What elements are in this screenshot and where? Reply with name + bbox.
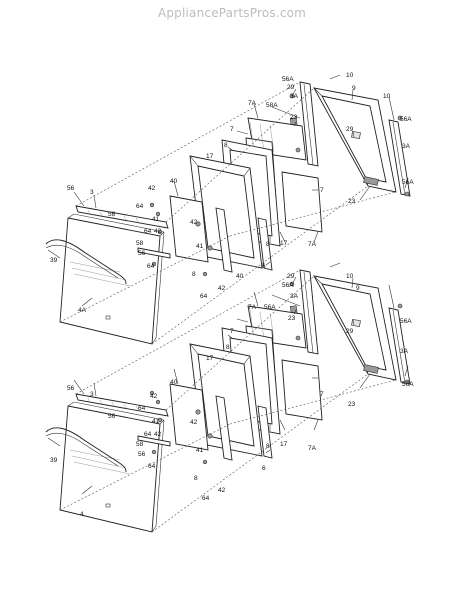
callout: 4A [78,307,87,314]
callout: 10 [346,273,354,280]
callout: 3A [290,93,299,100]
callout: 64 [200,293,208,300]
callout: 39 [50,457,58,464]
callout: 3A [400,348,409,355]
callout: 10 [346,72,354,79]
callout: 42 [148,185,156,192]
callout: 3 [90,189,94,196]
callout: 29 [287,84,295,91]
callout: 64 [147,263,155,270]
callout: 42 [154,228,162,235]
callout: 7 [230,126,234,133]
callout: 6 [262,465,266,472]
callout: 17 [206,355,214,362]
callout: 40 [236,273,244,280]
callout: 7A [248,100,257,107]
callout: 41 [152,216,160,223]
callout: 56A [400,116,412,123]
callout: 58 [136,240,144,247]
callout: 4 [80,511,84,518]
callout: 3 [90,391,94,398]
callout: 3A [290,293,299,300]
callout: 64 [202,495,210,502]
callout: 8 [192,271,196,278]
callout: 23 [288,315,296,322]
callout: 42 [190,219,198,226]
callout: 56 [108,413,116,420]
callout: 6 [262,263,266,270]
callout: 7A [308,445,317,452]
callout: 7 [230,328,234,335]
lower-callouts: 10 56A 29 3A 9 7A 56A 23 56A 29 3A 7 8 1… [50,273,414,518]
callout: 7 [320,391,324,398]
callout: 29 [346,328,354,335]
site-watermark: AppliancePartsPros.com [157,6,307,20]
callout: 56A [282,76,294,83]
callout: 58A [266,102,278,109]
callout: 23 [290,114,298,121]
callout: 64 [138,405,146,412]
callout: 41 [196,243,204,250]
callout: 64 [144,431,152,438]
callout: 56 [108,211,116,218]
callout: 42 [218,285,226,292]
callout: 64 [148,463,156,470]
callout: 40 [170,178,178,185]
callout: 56A [264,304,276,311]
callout: 23 [348,401,356,408]
callout: 56A [402,179,414,186]
callout: 56A [402,381,414,388]
callout: 17 [206,153,214,160]
callout: 42 [150,393,158,400]
callout: 23 [348,198,356,205]
callout: 7A [308,241,317,248]
callout: 41 [196,447,204,454]
callout: 7A [248,304,257,311]
callout: 56 [67,385,75,392]
callout: 42 [154,431,162,438]
callout: 9 [356,285,360,292]
callout: 17 [280,441,288,448]
callout: 64 [144,228,152,235]
callout: 56A [282,282,294,289]
callout: 8 [266,241,270,248]
callout: 29 [346,126,354,133]
callout: 17 [280,240,288,247]
callout: 3A [402,143,411,150]
callout: 58 [136,441,144,448]
callout: 41 [152,418,160,425]
callout: 64 [136,203,144,210]
callout: 7 [320,187,324,194]
callout: 8 [194,475,198,482]
callout: 42 [218,487,226,494]
callout: 39 [50,257,58,264]
callout: 9 [352,85,356,92]
callout: 8 [266,443,270,450]
callout: 56 [67,185,75,192]
callout: 56A [400,318,412,325]
callout: 56 [138,250,146,257]
callout: 10 [383,93,391,100]
callout: 40 [170,379,178,386]
upper-callouts: 10 29 56A 3A 9 58A 7A 23 10 56A 29 3A 7 … [50,72,414,314]
callout: 8 [224,142,228,149]
callout: 8 [226,344,230,351]
callout: 29 [287,273,295,280]
callout: 56 [138,451,146,458]
callout: 42 [190,419,198,426]
